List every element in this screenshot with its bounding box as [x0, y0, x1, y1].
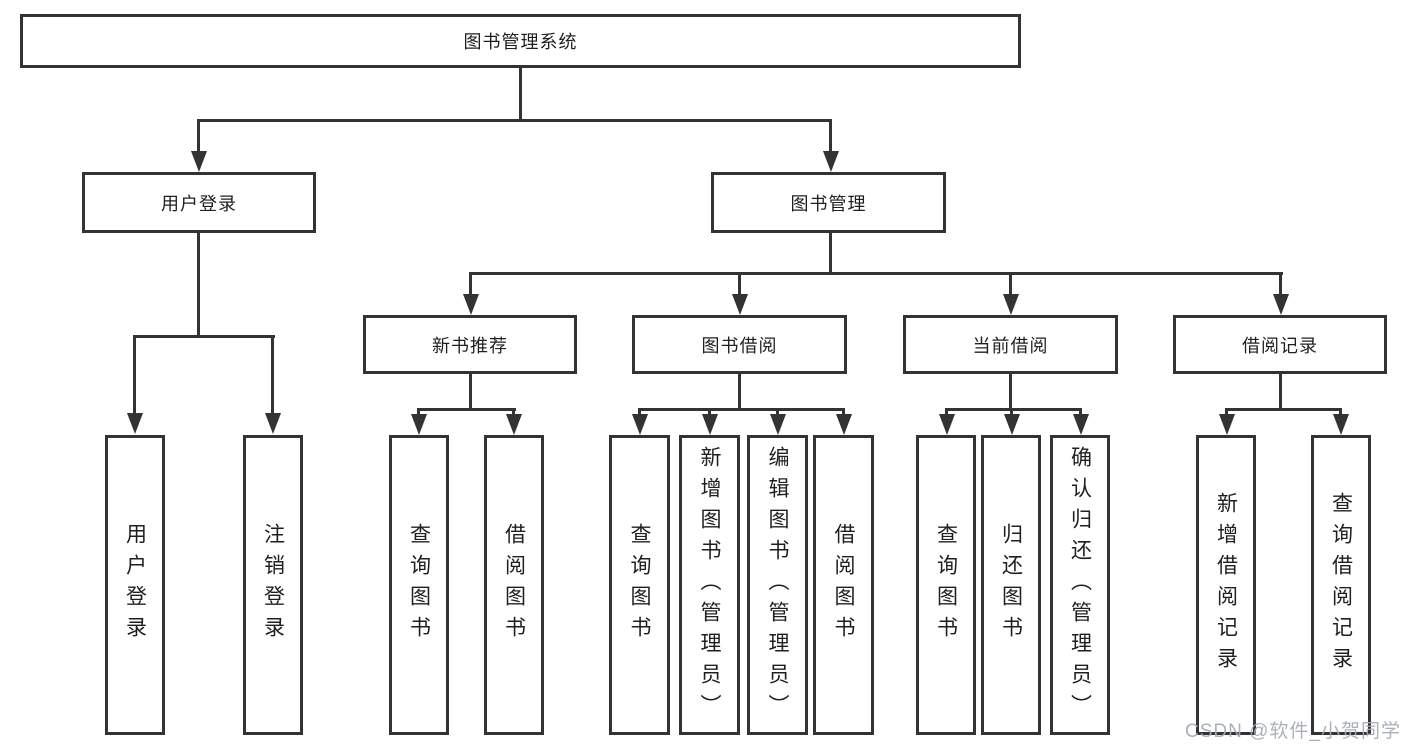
connector-drop-leaf-logout	[271, 335, 274, 415]
connector-drop-query-borrowing	[638, 408, 641, 417]
leaf-borrow-books-recommend: 借阅图书	[484, 435, 544, 735]
leaf-query-books-recommend: 查询图书	[389, 435, 449, 735]
connector-root-stem	[519, 66, 522, 121]
leaf-query-books-borrowing-label: 查询图书	[628, 523, 651, 647]
connector-current-borrowing-hbar	[945, 408, 1082, 411]
connector-drop-confirm-return	[1079, 408, 1082, 417]
connector-drop-new-book	[469, 272, 472, 296]
connector-drop-add-book	[708, 408, 711, 417]
arrowhead-new-book	[463, 294, 479, 315]
arrowhead-edit-book	[770, 414, 786, 435]
connector-drop-user-login	[197, 119, 200, 153]
leaf-add-book-admin-label: 新增图书（管理员）	[698, 445, 721, 725]
arrowhead-query-borrowing	[632, 414, 648, 435]
leaf-query-borrow-record: 查询借阅记录	[1311, 435, 1371, 735]
connector-book-management-stem	[829, 230, 832, 274]
node-book-borrowing: 图书借阅	[632, 315, 847, 374]
connector-drop-query-recommend	[417, 408, 420, 417]
leaf-borrow-books-borrowing-label: 借阅图书	[832, 523, 855, 647]
leaf-add-borrow-record: 新增借阅记录	[1196, 435, 1256, 735]
connector-book-borrowing-hbar	[638, 408, 845, 411]
connector-borrowing-records-stem	[1279, 372, 1282, 410]
node-book-management-label: 图书管理	[790, 193, 867, 214]
arrowhead-query-record	[1333, 414, 1349, 435]
leaf-edit-book-admin-label: 编辑图书（管理员）	[766, 445, 789, 725]
leaf-user-login-label: 用户登录	[123, 523, 147, 647]
arrowhead-leaf-logout	[265, 413, 281, 434]
arrowhead-current-borrowing	[1003, 294, 1019, 315]
connector-drop-book-management	[829, 119, 832, 153]
connector-drop-leaf-user-login	[133, 335, 136, 415]
connector-borrowing-records-hbar	[1225, 408, 1342, 411]
node-current-borrowing-label: 当前借阅	[972, 335, 1049, 356]
connector-new-book-hbar	[418, 408, 516, 411]
arrowhead-leaf-user-login	[127, 413, 143, 434]
connector-drop-borrowing-records	[1279, 272, 1282, 296]
node-user-login: 用户登录	[82, 172, 316, 233]
connector-new-book-stem	[469, 372, 472, 410]
node-borrowing-records-label: 借阅记录	[1242, 335, 1318, 356]
node-library-system: 图书管理系统	[20, 14, 1021, 68]
connector-drop-edit-book	[776, 408, 779, 417]
node-new-book-recommendation-label: 新书推荐	[432, 335, 508, 356]
connector-drop-borrow-borrowing	[842, 408, 845, 417]
arrowhead-query-recommend	[411, 414, 427, 435]
node-book-borrowing-label: 图书借阅	[701, 335, 778, 356]
node-new-book-recommendation: 新书推荐	[363, 315, 577, 374]
connector-user-login-hbar	[133, 335, 275, 338]
watermark-text: CSDN @软件_小贺同学	[1185, 721, 1401, 742]
arrowhead-confirm-return	[1073, 414, 1089, 435]
connector-user-login-stem	[197, 230, 200, 337]
leaf-return-books-label: 归还图书	[999, 523, 1023, 647]
connector-level2-hbar	[469, 272, 1283, 275]
leaf-edit-book-admin: 编辑图书（管理员）	[747, 435, 808, 735]
leaf-query-books-recommend-label: 查询图书	[407, 523, 431, 647]
arrowhead-borrow-borrowing	[836, 414, 852, 435]
connector-drop-return-books	[1010, 408, 1013, 417]
leaf-query-books-current: 查询图书	[916, 435, 976, 735]
connector-drop-add-record	[1225, 408, 1228, 417]
connector-drop-book-borrowing	[738, 272, 741, 296]
node-book-management: 图书管理	[711, 172, 946, 233]
leaf-borrow-books-borrowing: 借阅图书	[813, 435, 874, 735]
leaf-add-book-admin: 新增图书（管理员）	[679, 435, 740, 735]
leaf-logout-label: 注销登录	[261, 523, 285, 647]
leaf-query-borrow-record-label: 查询借阅记录	[1329, 492, 1353, 678]
arrowhead-borrow-recommend	[506, 414, 522, 435]
leaf-confirm-return-admin-label: 确认归还（管理员）	[1068, 445, 1092, 725]
node-borrowing-records: 借阅记录	[1173, 315, 1387, 374]
arrowhead-return-books	[1004, 414, 1020, 435]
connector-drop-current-borrowing	[1009, 272, 1012, 296]
connector-drop-borrow-recommend	[512, 408, 515, 417]
connector-current-borrowing-stem	[1009, 372, 1012, 410]
leaf-query-books-current-label: 查询图书	[934, 523, 958, 647]
connector-level1-hbar	[197, 119, 832, 122]
arrowhead-add-record	[1219, 414, 1235, 435]
leaf-borrow-books-recommend-label: 借阅图书	[502, 523, 526, 647]
arrowhead-book-management	[823, 151, 839, 172]
watermark: CSDN @软件_小贺同学	[1185, 716, 1401, 743]
arrowhead-borrowing-records	[1273, 294, 1289, 315]
arrowhead-add-book	[702, 414, 718, 435]
connector-drop-query-current	[945, 408, 948, 417]
leaf-logout: 注销登录	[243, 435, 303, 735]
connector-drop-query-record	[1339, 408, 1342, 417]
node-library-system-label: 图书管理系统	[463, 32, 578, 52]
connector-book-borrowing-stem	[738, 372, 741, 410]
arrowhead-user-login	[191, 151, 207, 172]
arrowhead-book-borrowing	[732, 294, 748, 315]
leaf-user-login: 用户登录	[105, 435, 165, 735]
leaf-query-books-borrowing: 查询图书	[609, 435, 670, 735]
leaf-add-borrow-record-label: 新增借阅记录	[1214, 492, 1238, 678]
arrowhead-query-current	[939, 414, 955, 435]
leaf-return-books: 归还图书	[981, 435, 1041, 735]
node-current-borrowing: 当前借阅	[903, 315, 1118, 374]
node-user-login-label: 用户登录	[161, 193, 237, 214]
leaf-confirm-return-admin: 确认归还（管理员）	[1050, 435, 1110, 735]
